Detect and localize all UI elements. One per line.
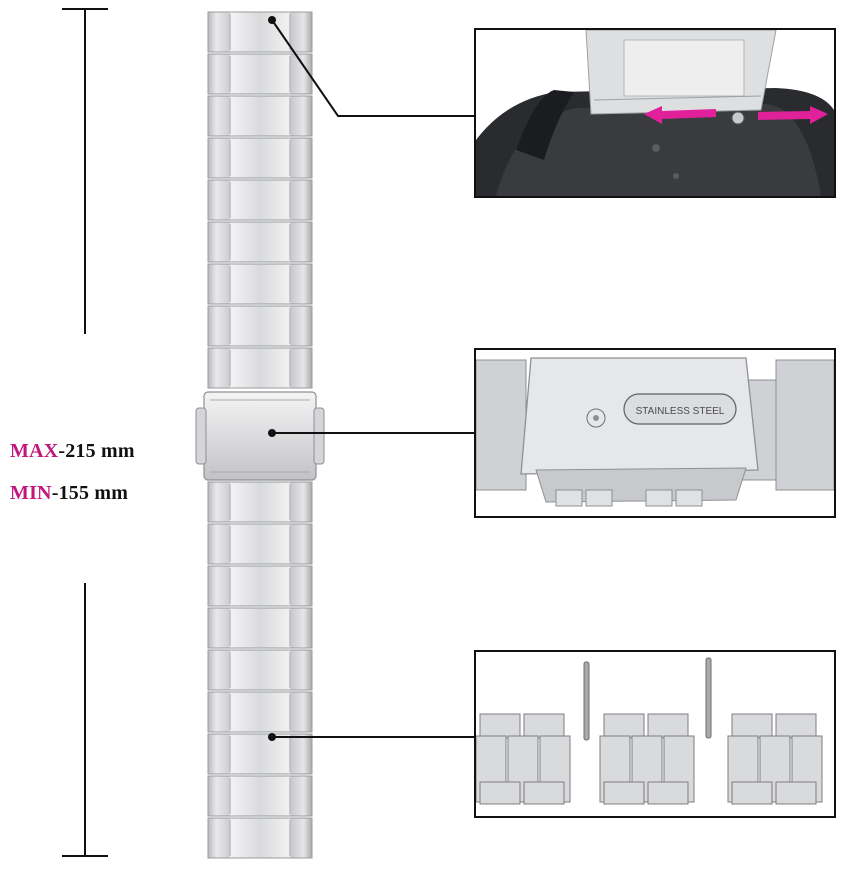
loose-link-piece (603, 781, 645, 805)
strap-link (207, 775, 313, 817)
max-length-label: MAX-215 mm (10, 440, 135, 463)
loose-link-piece (731, 781, 773, 805)
quick-release-detail (476, 30, 834, 196)
loose-link-piece (523, 713, 565, 739)
loose-link-piece (731, 713, 773, 739)
loose-link-piece (775, 713, 817, 739)
loose-link-piece (647, 713, 689, 739)
links-pins-detail (476, 652, 834, 816)
max-value: -215 mm (58, 440, 135, 462)
clasp-engraving: STAINLESS STEEL (636, 406, 725, 417)
clasp (195, 391, 325, 481)
loose-link-piece (523, 781, 565, 805)
strap-link (207, 649, 313, 691)
callout-links-pins (474, 650, 836, 818)
callout-clasp: STAINLESS STEEL (474, 348, 836, 518)
strap-link (207, 565, 313, 607)
max-key: MAX (10, 440, 59, 462)
double-headed-arrow-icon (644, 106, 828, 124)
strap-link (207, 347, 313, 389)
strap-link (207, 691, 313, 733)
bracket-bottom-cap (62, 855, 108, 857)
strap-link (207, 733, 313, 775)
bracket-lower-line (84, 583, 86, 856)
bracket-upper-line (84, 8, 86, 334)
strap-link (207, 263, 313, 305)
strap-link (207, 11, 313, 53)
clasp-detail: STAINLESS STEEL (476, 350, 834, 516)
loose-link-piece (775, 781, 817, 805)
strap-link (207, 817, 313, 859)
strap-link (207, 481, 313, 523)
loose-link-piece (603, 713, 645, 739)
strap-link (207, 53, 313, 95)
loose-link-piece (647, 781, 689, 805)
strap-link (207, 305, 313, 347)
callout-quick-release (474, 28, 836, 198)
strap-link (207, 607, 313, 649)
loose-link-piece (479, 781, 521, 805)
loose-links (476, 713, 823, 805)
strap-link (207, 137, 313, 179)
min-key: MIN (10, 482, 52, 504)
loose-link-piece (479, 713, 521, 739)
strap-link (207, 221, 313, 263)
min-length-label: MIN-155 mm (10, 482, 128, 505)
spring-bar-pin-icon (583, 657, 712, 741)
strap-link (207, 95, 313, 137)
strap-link (207, 179, 313, 221)
min-value: -155 mm (51, 482, 129, 504)
strap-link (207, 523, 313, 565)
